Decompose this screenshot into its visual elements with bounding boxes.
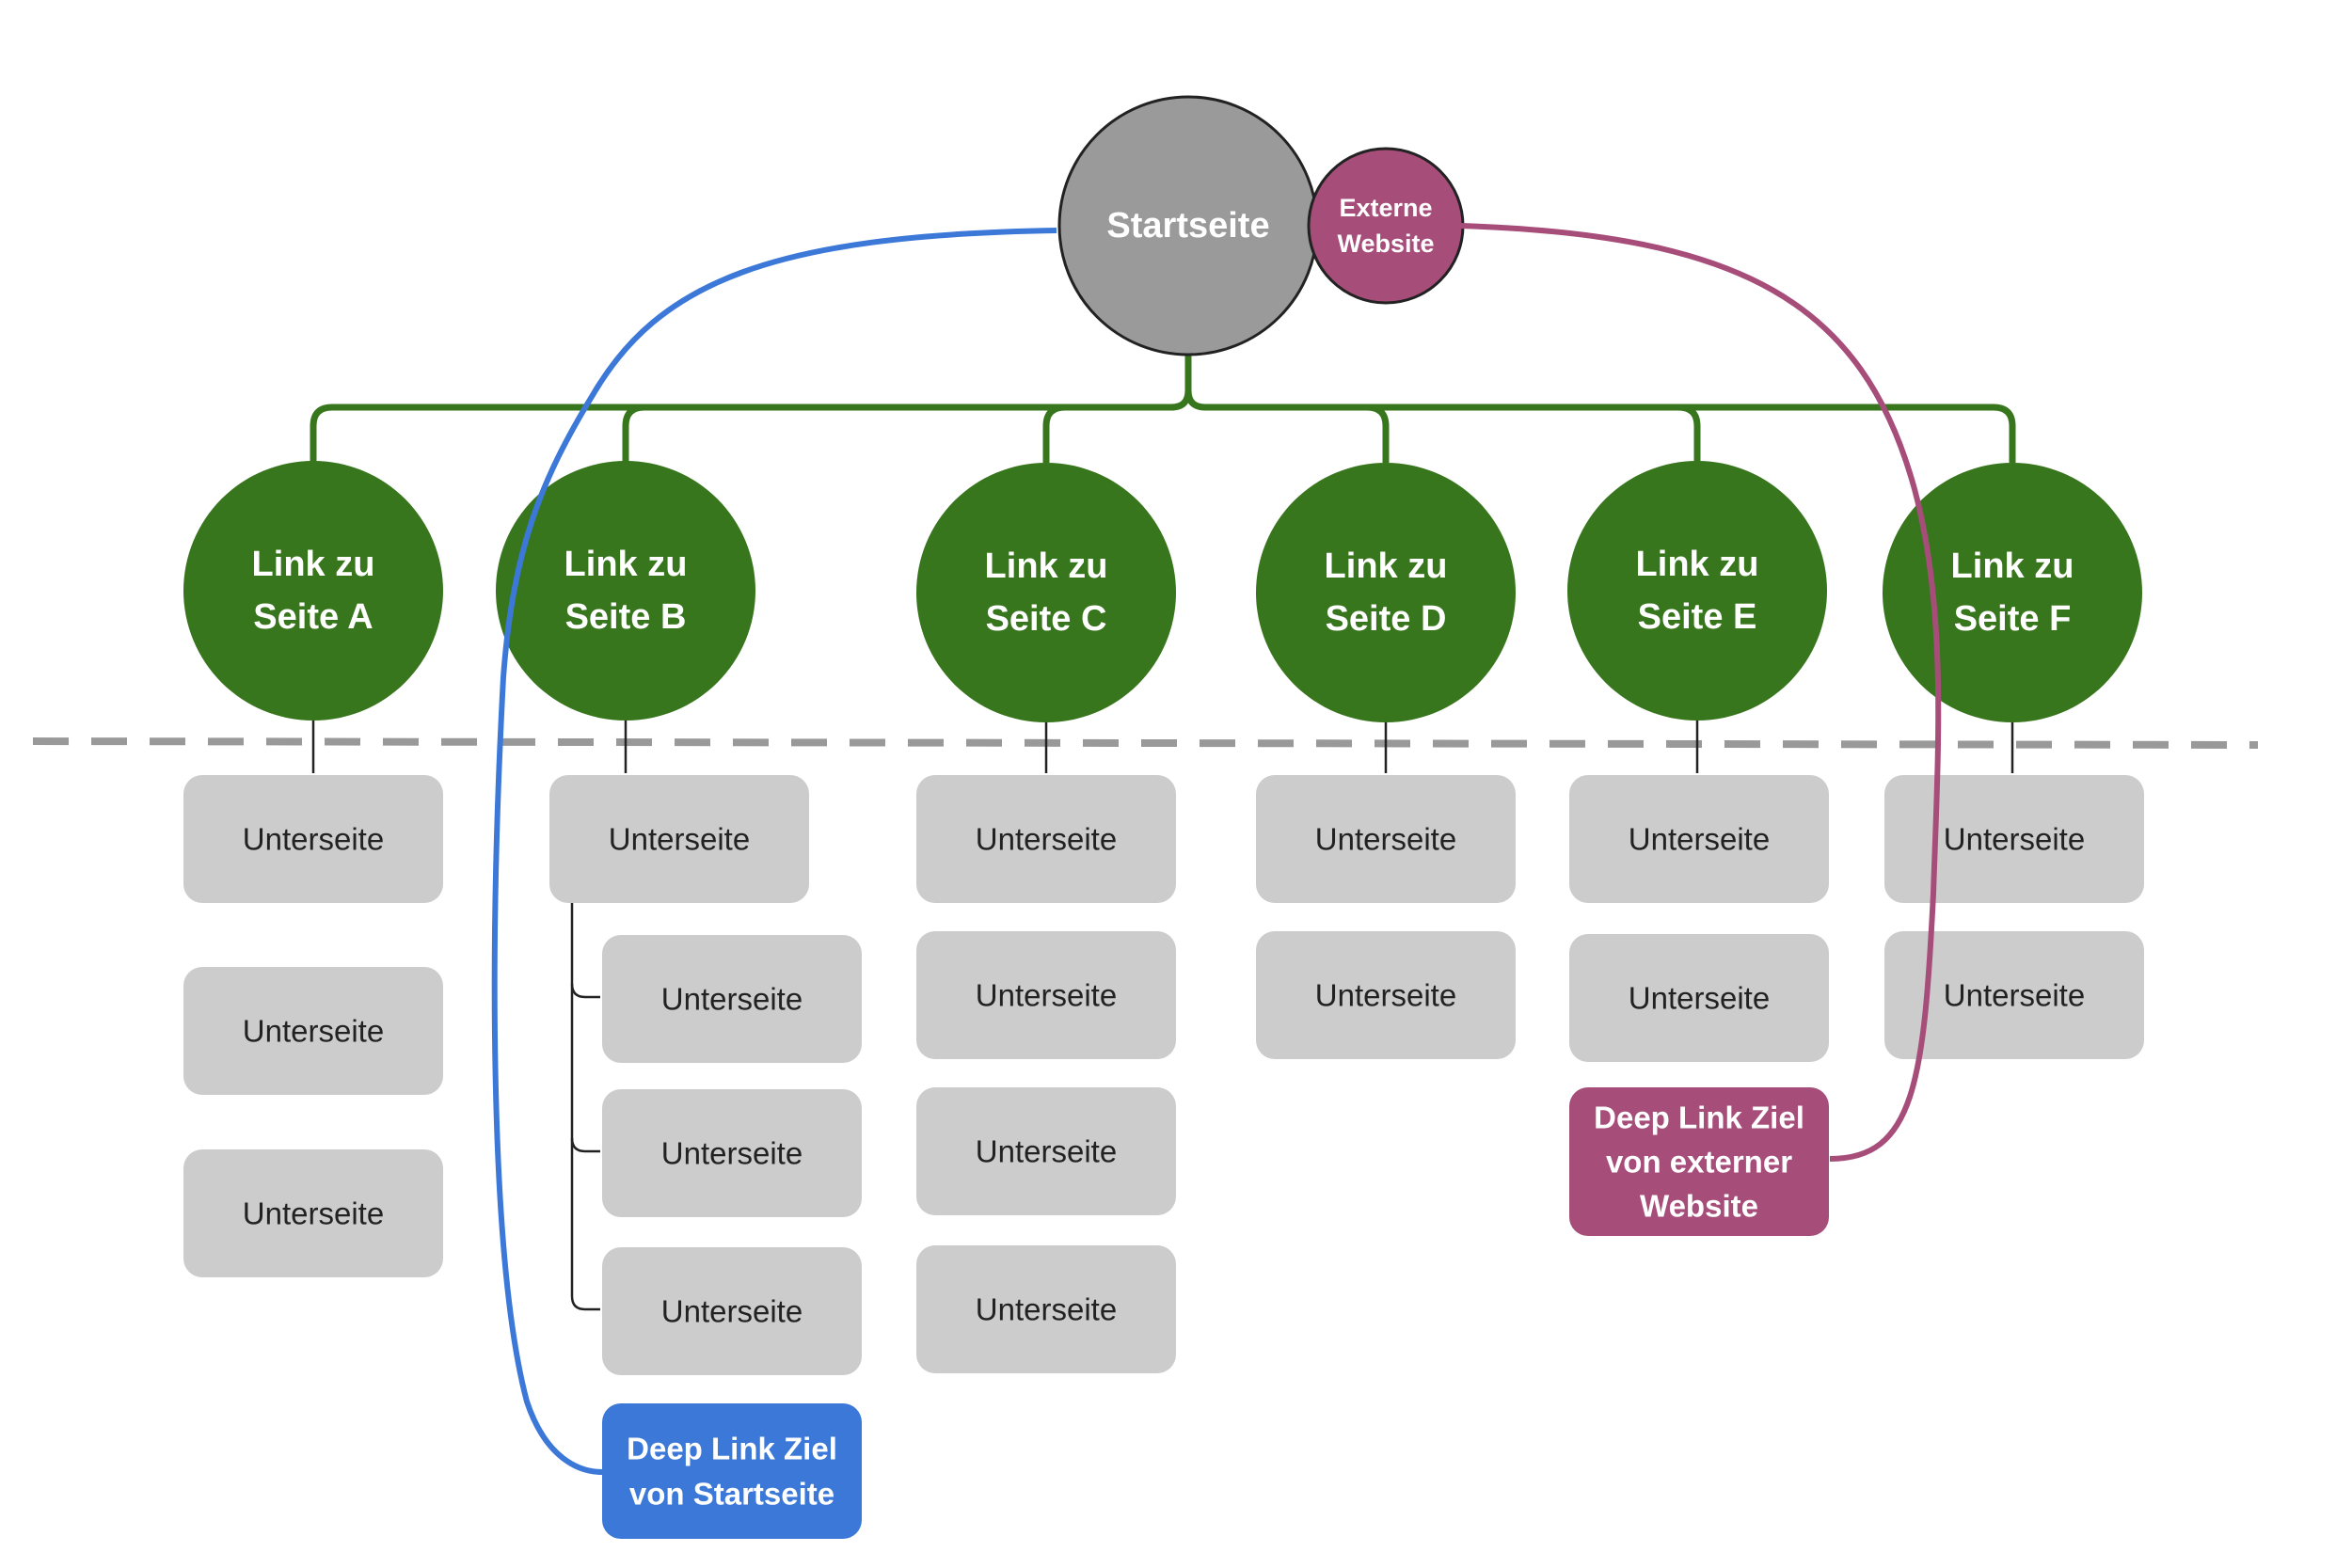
subpage-connectors — [311, 720, 2014, 1311]
subpage-box-rect[interactable] — [183, 1149, 443, 1277]
subpage-label: Unterseite — [1315, 978, 1456, 1013]
level-node-label: Link zu — [1325, 546, 1448, 586]
level-node-circle[interactable] — [1256, 463, 1516, 722]
tree-connectors — [310, 353, 2016, 463]
subpage-box[interactable]: Unterseite — [916, 1245, 1176, 1373]
subpage-box[interactable]: Unterseite — [916, 1087, 1176, 1215]
subpage-box-rect[interactable] — [916, 931, 1176, 1059]
subpage-box-rect[interactable] — [183, 967, 443, 1095]
level-node-label: Link zu — [564, 545, 688, 584]
level-node-label: Link zu — [985, 546, 1108, 586]
subpage-label: Unterseite — [243, 822, 384, 857]
subpage-box[interactable]: Unterseite — [1569, 934, 1829, 1062]
subpage-box[interactable]: Unterseite — [549, 775, 809, 903]
subpage-label: Unterseite — [976, 1134, 1117, 1169]
subpage-label: Unterseite — [976, 1292, 1117, 1327]
start-node-label: Startseite — [1106, 206, 1269, 245]
level-node-circle[interactable] — [1567, 461, 1827, 721]
level-node-label: Link zu — [1951, 546, 2074, 586]
level-node-circle[interactable] — [916, 463, 1176, 722]
subpage-box-rect[interactable] — [1569, 775, 1829, 903]
subpage-box-rect[interactable] — [1884, 775, 2144, 903]
level-divider — [32, 737, 2259, 749]
nested-subpage-rect[interactable] — [602, 1089, 862, 1217]
level-node-circle[interactable] — [496, 461, 755, 721]
level-node-label: Seite A — [253, 597, 373, 637]
subpage-box[interactable]: Unterseite — [916, 775, 1176, 903]
subpage-box-rect[interactable] — [549, 775, 809, 903]
subpage-label: Unterseite — [609, 822, 750, 857]
deep-link-external-rect[interactable] — [1569, 1087, 1829, 1236]
nested-subpage-label: Unterseite — [661, 1136, 803, 1171]
subpage-box[interactable]: Unterseite — [183, 775, 443, 903]
level-node-label: Seite D — [1326, 599, 1447, 639]
subpage-box[interactable]: Unterseite — [183, 1149, 443, 1277]
subpage-box-rect[interactable] — [1256, 775, 1516, 903]
level-node[interactable]: Link zu Seite D — [1256, 463, 1516, 722]
subpage-box[interactable]: Unterseite — [1569, 775, 1829, 903]
start-node[interactable]: Startseite — [1057, 95, 1319, 356]
level-node-label: Link zu — [252, 545, 375, 584]
deep-link-start-target[interactable]: Deep Link Ziel von Startseite — [602, 1403, 862, 1539]
nested-subpage-box[interactable]: Unterseite — [602, 1247, 862, 1375]
external-website-label: Externe — [1339, 194, 1432, 222]
subpage-label: Unterseite — [976, 978, 1117, 1013]
subpage-box-rect[interactable] — [916, 1245, 1176, 1373]
level-node[interactable]: Link zu Seite B — [496, 461, 755, 721]
external-website-circle[interactable] — [1307, 147, 1465, 305]
subpage-box-rect[interactable] — [916, 775, 1176, 903]
subpage-box-rect[interactable] — [916, 1087, 1176, 1215]
deep-link-start-label: von Startseite — [629, 1477, 834, 1512]
nested-subpage-box[interactable]: Unterseite — [602, 935, 862, 1063]
subpage-label: Unterseite — [1629, 981, 1770, 1016]
deep-link-external-curve — [1460, 223, 1942, 1162]
deep-link-external-label: Website — [1640, 1189, 1758, 1224]
external-website-label: Website — [1337, 230, 1434, 258]
subpage-box[interactable]: Unterseite — [1884, 775, 2144, 903]
subpage-label: Unterseite — [1944, 822, 2085, 857]
subpage-label: Unterseite — [976, 822, 1117, 857]
level-node-label: Link zu — [1636, 545, 1759, 584]
subpage-box-rect[interactable] — [1569, 934, 1829, 1062]
deep-link-external-label: Deep Link Ziel — [1594, 1101, 1804, 1135]
subpage-label: Unterseite — [243, 1014, 384, 1049]
nested-subpage-rect[interactable] — [602, 1247, 862, 1375]
subpage-box[interactable]: Unterseite — [916, 931, 1176, 1059]
subpage-label: Unterseite — [1315, 822, 1456, 857]
level-node-label: Seite F — [1954, 599, 2072, 639]
subpage-label: Unterseite — [243, 1196, 384, 1231]
subpage-label: Unterseite — [1944, 978, 2085, 1013]
subpage-box-rect[interactable] — [1256, 931, 1516, 1059]
level-node-circle[interactable] — [1883, 463, 2142, 722]
deep-link-start-rect[interactable] — [602, 1403, 862, 1539]
level-node[interactable]: Link zu Seite F — [1883, 463, 2142, 722]
deep-link-start-curve — [491, 228, 1057, 1475]
level-node-circle[interactable] — [183, 461, 443, 721]
level-node[interactable]: Link zu Seite E — [1567, 461, 1827, 721]
nested-subpage-box[interactable]: Unterseite — [602, 1089, 862, 1217]
deep-link-external-label: von externer — [1606, 1145, 1792, 1180]
subpage-label: Unterseite — [1629, 822, 1770, 857]
subpage-box[interactable]: Unterseite — [1884, 931, 2144, 1059]
subpage-box-rect[interactable] — [183, 775, 443, 903]
level-node[interactable]: Link zu Seite C — [916, 463, 1176, 722]
nested-subpage-label: Unterseite — [661, 1294, 803, 1329]
subpage-box[interactable]: Unterseite — [1256, 931, 1516, 1059]
subpage-box[interactable]: Unterseite — [1256, 775, 1516, 903]
level-node[interactable]: Link zu Seite A — [183, 461, 443, 721]
nested-subpage-rect[interactable] — [602, 935, 862, 1063]
subpage-box[interactable]: Unterseite — [183, 967, 443, 1095]
level-node-label: Seite C — [986, 599, 1107, 639]
nested-subpage-label: Unterseite — [661, 982, 803, 1017]
deep-link-start-label: Deep Link Ziel — [627, 1432, 837, 1466]
level-node-label: Seite B — [565, 597, 687, 637]
level-node-label: Seite E — [1638, 597, 1757, 637]
subpage-box-rect[interactable] — [1884, 931, 2144, 1059]
